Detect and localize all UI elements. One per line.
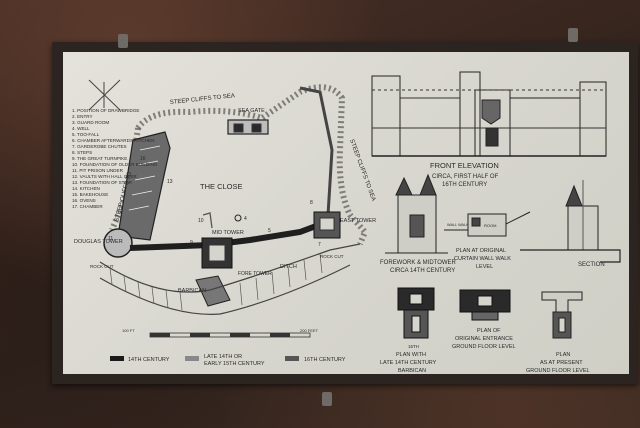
legend-item: 7. GARDEROBE CHUTES	[72, 144, 127, 149]
legend-item: 14. KITCHEN	[72, 186, 100, 191]
plan-number: 5	[268, 228, 271, 234]
legend-item: 13. FOUNDATION OF STAIR	[72, 180, 132, 185]
key-late-14th: LATE 14TH OR	[204, 354, 242, 360]
key-early-15th: EARLY 15TH CENTURY	[204, 361, 265, 367]
label-room: ROOM	[484, 223, 496, 228]
plan-entrance-2: ORIGINAL ENTRANCE	[455, 336, 513, 342]
plan-barbican-2: LATE 14TH CENTURY	[380, 360, 437, 366]
plan-number: 13	[167, 179, 173, 185]
scale-label-right: 200 FEET	[300, 328, 319, 333]
plan-number: 4	[244, 216, 247, 222]
legend-item: 9. THE GREAT TURNPIKE	[72, 156, 127, 161]
plan-barbican-3: BARBICAN	[398, 368, 426, 374]
label-section: SECTION	[578, 262, 605, 268]
plan-number: 1	[208, 264, 211, 270]
front-elevation-sub2: 16TH CENTURY	[442, 182, 487, 188]
plan-curtain-3: LEVEL	[476, 264, 493, 270]
legend-item: 3. GUARD ROOM	[72, 120, 109, 125]
legend-item: 8. STEPS	[72, 150, 92, 155]
label-rock-cut-right: ROCK CUT	[320, 254, 344, 259]
front-elevation-title: FRONT ELEVATION	[430, 161, 499, 170]
frame-bolt	[322, 392, 332, 406]
curtain-wall-walk-plan	[444, 211, 531, 237]
section-drawing	[520, 180, 621, 263]
key-16th-century: 16TH CENTURY	[304, 357, 346, 363]
legend-item: 15. BAKEHOUSE	[72, 192, 108, 197]
plan-number: 11	[108, 236, 113, 242]
label-the-close: THE CLOSE	[200, 182, 243, 191]
legend-item: 2. ENTRY	[72, 114, 93, 119]
legend-item: 5. TOO-FALL	[72, 132, 100, 137]
forework-elevation	[385, 173, 448, 254]
label-barbican: BARBICAN	[178, 288, 206, 294]
compass-rose-icon	[88, 79, 121, 111]
plan-number: 16	[140, 156, 146, 162]
front-elevation-drawing	[371, 71, 607, 157]
legend-item: 4. WELL	[72, 126, 90, 131]
front-elevation-sub1: CIRCA, FIRST HALF OF	[432, 174, 499, 180]
forework-sub: CIRCA 14TH CENTURY	[390, 268, 455, 274]
plan-number: 10	[198, 218, 204, 224]
label-douglas-tower: DOUGLAS TOWER	[74, 239, 123, 245]
label-wall-walk: WALL WALK	[447, 223, 469, 227]
plan-number: 8	[310, 200, 313, 206]
period-key	[110, 356, 299, 361]
scale-label-left: 100 FT	[122, 328, 135, 333]
forework-title: FOREWORK & MIDTOWER	[380, 260, 457, 266]
label-east-tower: EAST TOWER	[340, 218, 376, 224]
plan-curtain-1: PLAN AT ORIGINAL	[456, 248, 506, 254]
plan-barbican-1: PLAN WITH	[396, 352, 426, 358]
label-ditch: DITCH	[280, 264, 297, 270]
plan-entrance-3: GROUND FLOOR LEVEL	[452, 344, 516, 350]
label-fore-tower: FORE TOWER	[238, 271, 272, 277]
label-sea-gate: SEA GATE	[238, 108, 265, 114]
label-steep-cliffs-top: STEEP CLIFFS TO SEA	[170, 93, 236, 106]
label-rock-cut-left: ROCK CUT	[90, 264, 114, 269]
label-mid-tower: MID TOWER	[212, 230, 244, 236]
legend-item: 6. CHAMBER AFTERWARDS KITCHEN	[72, 138, 154, 143]
legend-item: 10. FOUNDATION OF OLDER BUILDING	[72, 162, 158, 167]
key-14th-century: 14TH CENTURY	[128, 357, 170, 363]
plan-entrance-1: PLAN OF	[477, 328, 501, 334]
entrance-plan	[459, 289, 511, 321]
legend-item: 16. OVENS	[72, 198, 96, 203]
plan-present-1: PLAN	[556, 352, 570, 358]
scale-bar	[149, 332, 311, 338]
present-plan	[541, 291, 583, 339]
plan-present-3: GROUND FLOOR LEVEL	[526, 368, 590, 374]
plan-barbican-0: 16TH	[408, 344, 419, 349]
plan-number: 9	[190, 240, 193, 246]
legend-item: 17. CHAMBER	[72, 204, 103, 209]
plan-number: 7	[318, 242, 321, 248]
frame-bolt	[118, 34, 128, 48]
legend-item: 12. VAULTS WITH HALL OVER	[72, 174, 137, 179]
barbican-plan	[397, 287, 435, 339]
legend-item: 1. POSITION OF DRAWBRIDGE	[72, 108, 139, 113]
plan-present-2: AS AT PRESENT	[540, 360, 583, 366]
legend-item: 11. PIT PRISON UNDER	[72, 168, 124, 173]
plan-curtain-2: CURTAIN WALL WALK	[454, 256, 511, 262]
frame-bolt	[568, 28, 578, 42]
castle-site-plan	[88, 79, 369, 315]
